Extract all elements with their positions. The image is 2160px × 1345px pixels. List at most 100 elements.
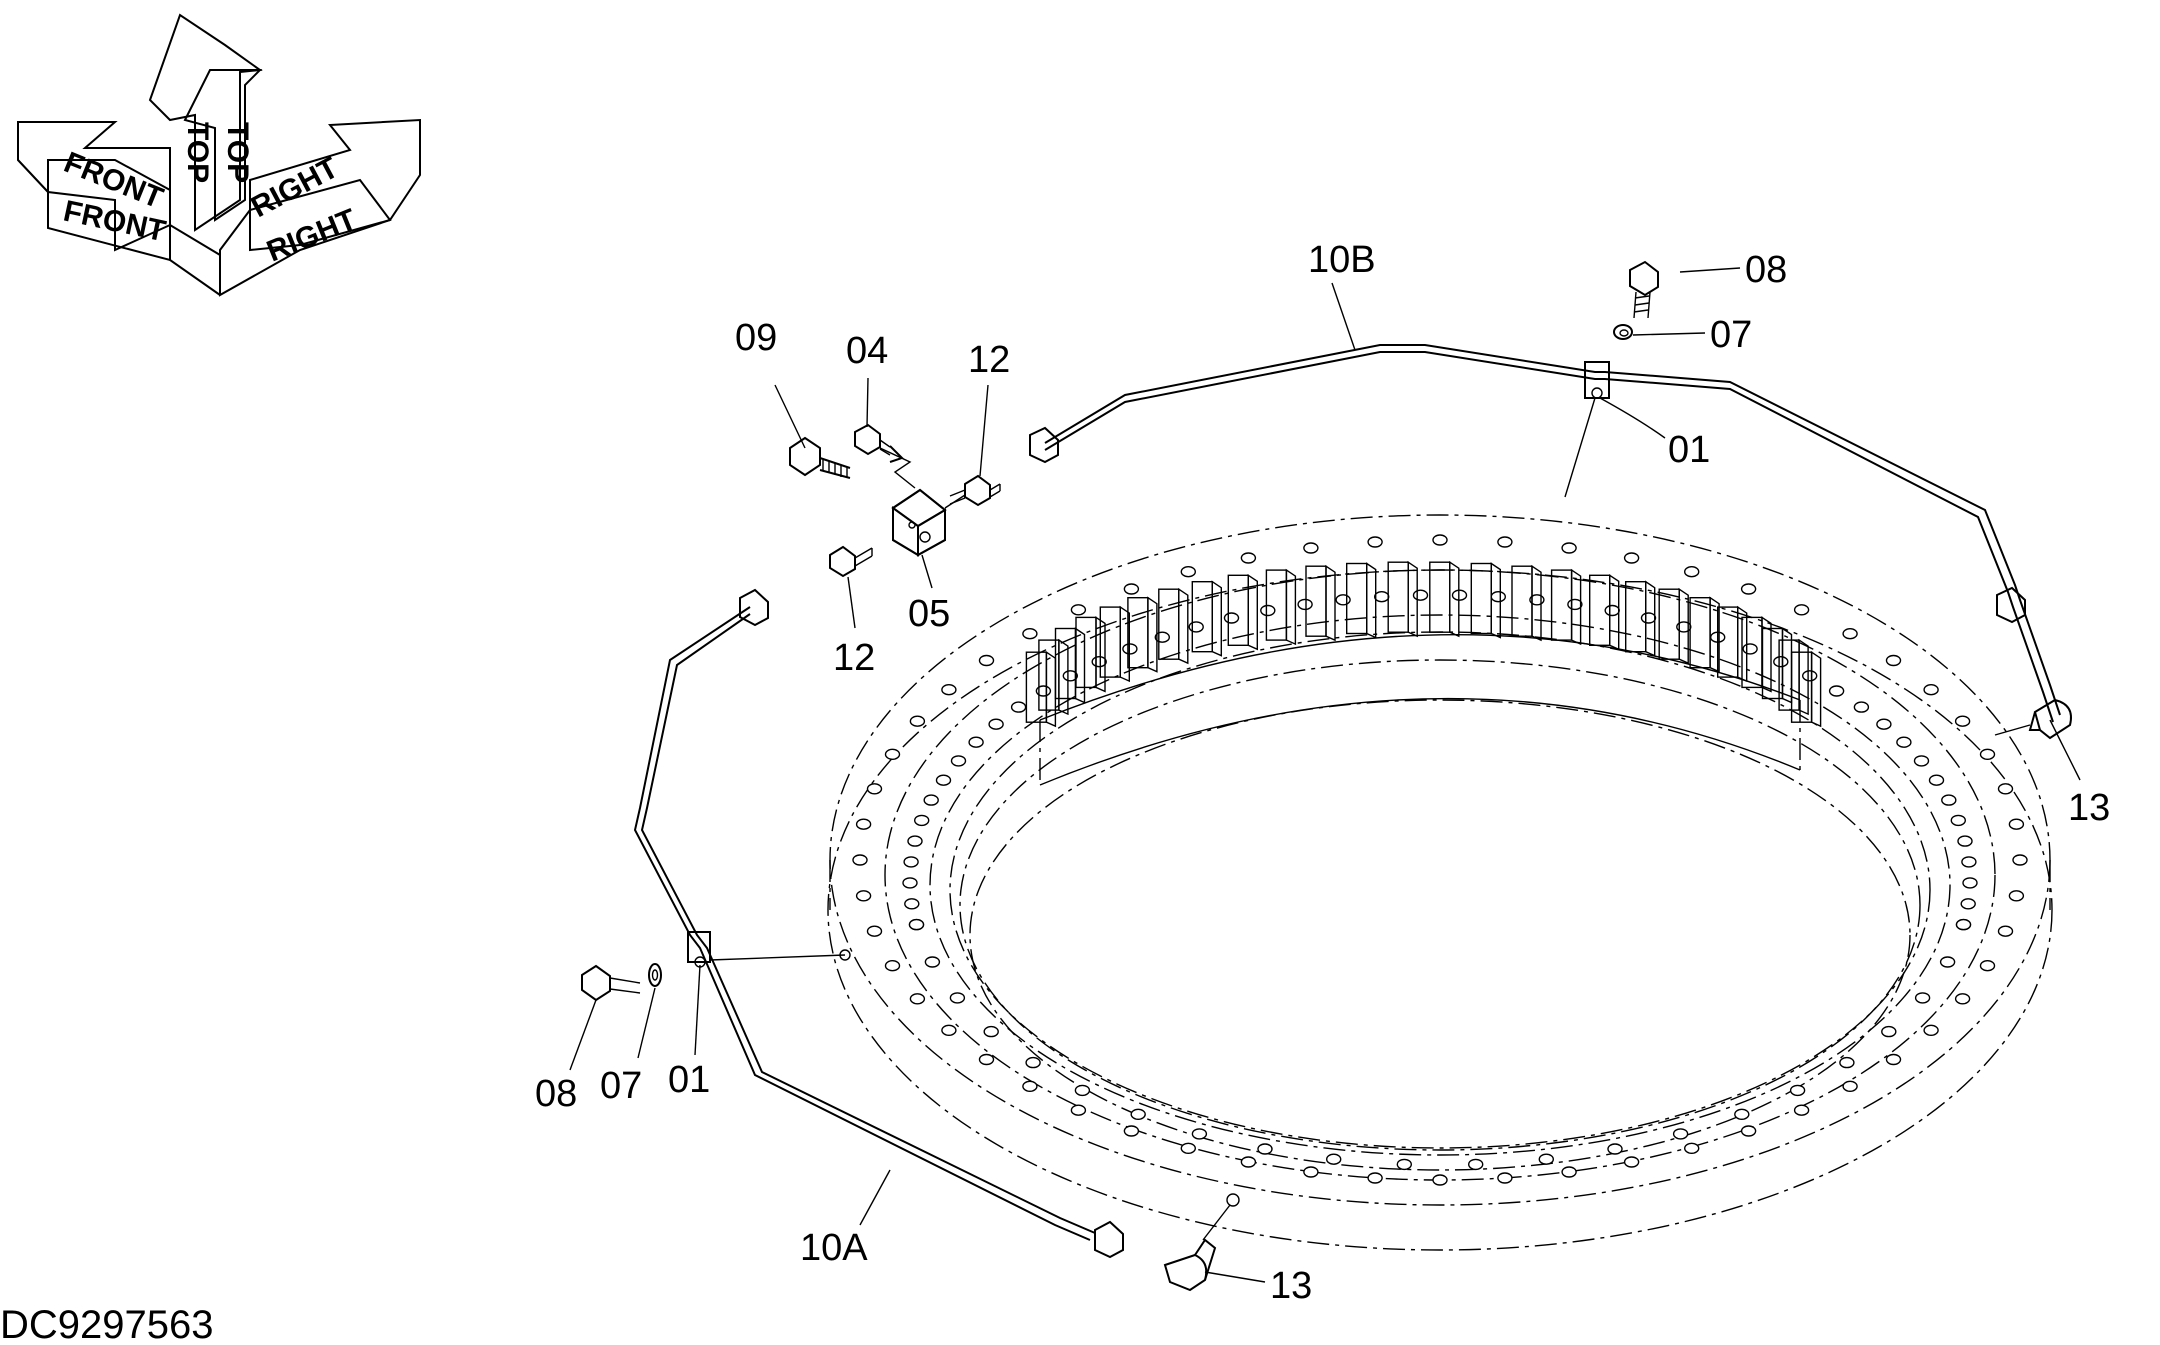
inner-bolt-hole-upper xyxy=(1913,755,1930,767)
outer-bolt-hole xyxy=(1070,1104,1087,1116)
outer-bolt-hole xyxy=(1740,583,1757,595)
inner-bolt-hole-upper xyxy=(1223,612,1240,624)
callout-07-upper: 07 xyxy=(1710,314,1752,356)
inner-bolt-hole-lower xyxy=(1789,1084,1806,1097)
gear-tooth xyxy=(1387,560,1418,638)
bolt-08-lower-icon xyxy=(581,964,641,1002)
outer-bolt-hole xyxy=(941,684,957,696)
inner-bolt-hole-lower xyxy=(949,992,966,1004)
callout-05: 05 xyxy=(908,593,950,635)
gear-tooth xyxy=(1716,605,1748,683)
outer-bolt-hole xyxy=(1497,1172,1513,1184)
inner-bolt-hole-lower xyxy=(1939,956,1956,968)
outer-bolt-hole xyxy=(978,1053,995,1066)
bolt-08-upper-icon xyxy=(1629,260,1659,319)
outer-bolt-hole xyxy=(866,925,883,937)
inner-bolt-hole-lower xyxy=(924,956,941,968)
callout-10b: 10B xyxy=(1308,239,1376,281)
inner-bolt-hole-upper xyxy=(1260,604,1276,617)
inner-bolt-hole-upper xyxy=(968,736,984,748)
inner-bolt-hole-lower xyxy=(1074,1084,1091,1097)
outer-bolt-hole xyxy=(1123,583,1140,595)
gear-tooth xyxy=(1588,573,1620,651)
gear-tooth xyxy=(1790,650,1822,728)
callout-09: 09 xyxy=(735,317,777,359)
inner-bolt-hole-upper xyxy=(903,856,919,868)
callout-13-lower: 13 xyxy=(1270,1265,1312,1307)
pipe-10a xyxy=(633,588,1217,1292)
outer-bolt-hole xyxy=(1180,566,1197,578)
inner-bolt-hole-lower xyxy=(1396,1158,1413,1171)
outer-bolt-hole xyxy=(941,1024,957,1037)
inner-bolt-hole-upper xyxy=(1896,736,1912,748)
adapter-04-icon xyxy=(854,423,904,463)
outer-bolt-hole xyxy=(1303,542,1319,554)
outer-bolt-hole xyxy=(978,654,995,667)
outer-bolt-hole xyxy=(1561,542,1577,554)
inner-bolt-hole-upper xyxy=(1950,814,1967,827)
inner-bolt-hole-upper xyxy=(1373,591,1390,603)
outer-bolt-hole xyxy=(1367,536,1383,548)
outer-bolt-hole xyxy=(855,890,872,902)
inner-bolt-hole-upper xyxy=(1960,898,1976,910)
outer-bolt-hole xyxy=(1842,628,1858,640)
inner-bolt-hole-lower xyxy=(1672,1128,1689,1140)
callout-12-lower: 12 xyxy=(833,637,875,679)
inner-bolt-hole-upper xyxy=(1928,774,1945,786)
washer-07-upper-icon xyxy=(1613,324,1633,340)
outer-bolt-hole xyxy=(2008,890,2025,902)
outer-bolt-hole xyxy=(1367,1172,1383,1184)
inner-bolt-hole-upper xyxy=(1604,604,1620,617)
outer-bolt-hole xyxy=(2008,818,2025,830)
outer-bolt-hole xyxy=(909,993,926,1005)
inner-bolt-hole-upper xyxy=(1412,589,1429,601)
callout-12-upper: 12 xyxy=(968,339,1010,381)
gear-tooth xyxy=(1099,605,1131,683)
washer-07-lower-icon xyxy=(648,963,662,987)
gear-tooth xyxy=(1624,580,1656,657)
outer-bolt-hole xyxy=(866,783,883,795)
inner-bolt-hole-upper xyxy=(1941,794,1957,806)
callout-04: 04 xyxy=(846,330,888,372)
inner-bolt-hole-lower xyxy=(908,918,925,931)
inner-bolt-hole-upper xyxy=(1490,591,1507,603)
inner-bolt-hole-upper xyxy=(1010,701,1027,713)
inner-bolt-hole-upper xyxy=(1676,621,1692,633)
document-reference-number: DC9297563 xyxy=(0,1303,214,1345)
outer-bolt-hole xyxy=(1497,536,1513,548)
inner-bolt-hole-upper xyxy=(935,774,952,786)
gear-tooth xyxy=(1038,638,1069,716)
outer-bolt-hole xyxy=(1740,1125,1757,1137)
adapter-12-lower-icon xyxy=(829,545,873,578)
outer-bolt-hole xyxy=(1997,783,2014,795)
outer-bolt-hole xyxy=(884,960,901,972)
gear-tooth xyxy=(1778,638,1809,716)
inner-bolt-hole-lower xyxy=(1538,1153,1555,1165)
outer-bolt-hole xyxy=(1623,552,1640,564)
outer-bolt-hole xyxy=(1432,1174,1448,1186)
adapter-12-upper-icon xyxy=(949,474,1001,507)
grease-port-bottom xyxy=(1226,1193,1240,1207)
gear-tooth xyxy=(1658,587,1689,665)
block-05-icon xyxy=(891,488,947,557)
inner-bolt-hole-lower xyxy=(1467,1158,1484,1171)
outer-bolt-hole xyxy=(1979,748,1996,760)
outer-bolt-hole xyxy=(1923,684,1939,696)
inner-bolt-hole-upper xyxy=(1062,670,1079,682)
top-label-back: TOP xyxy=(181,122,214,183)
swing-bearing-ring xyxy=(827,514,2053,1251)
outer-bolt-hole xyxy=(1793,1104,1810,1116)
gear-tooth xyxy=(1511,564,1542,642)
outer-bolt-hole xyxy=(1240,552,1257,564)
outer-bolt-hole xyxy=(855,818,872,830)
outer-bolt-hole xyxy=(1793,604,1810,616)
inner-bolt-hole-lower xyxy=(1955,918,1972,931)
inner-bolt-hole-upper xyxy=(914,814,930,827)
bolt-09-icon xyxy=(789,436,851,479)
inner-bolt-hole-upper xyxy=(1640,612,1657,624)
mounting-holes xyxy=(852,534,2028,1186)
gear-tooth xyxy=(1158,587,1189,665)
gear-tooth xyxy=(1227,573,1259,651)
outer-bolt-hole xyxy=(1885,654,1902,667)
